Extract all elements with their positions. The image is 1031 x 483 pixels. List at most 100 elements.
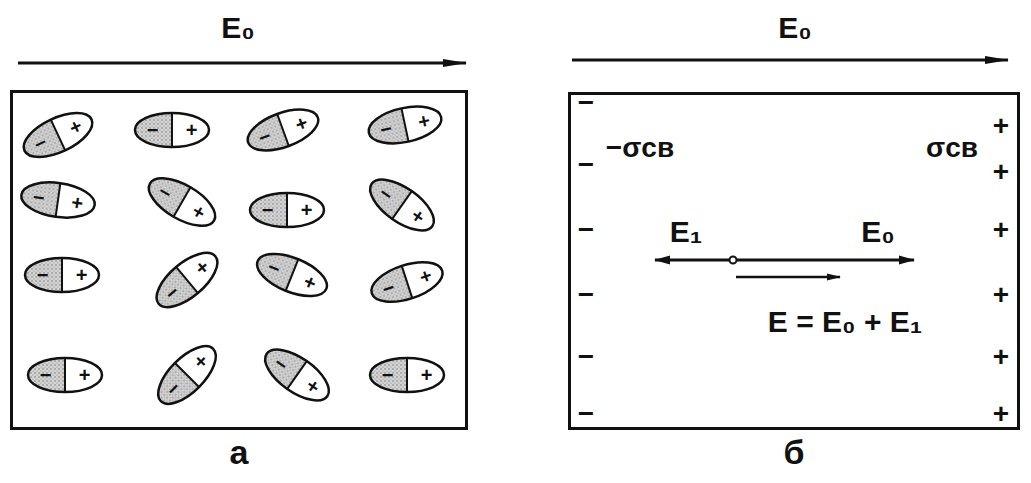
charge-sign: − — [17, 176, 61, 219]
dipole-body — [365, 101, 444, 150]
charge-sign: − — [248, 191, 287, 229]
dipole-border — [365, 101, 444, 150]
dipole-body — [19, 178, 97, 222]
field-label: E₁ — [670, 217, 702, 247]
bound-charge: − — [578, 281, 594, 309]
field-label: −σсв — [606, 134, 674, 162]
field-arrow — [733, 259, 914, 262]
dipole-body — [362, 170, 442, 240]
dipole-molecule: −+ — [26, 356, 104, 394]
dipole-molecule: −+ — [17, 176, 100, 224]
charge-sign: + — [55, 181, 99, 224]
dipole-border — [370, 358, 444, 392]
bound-charge: + — [993, 112, 1009, 140]
charge-sign: + — [287, 191, 326, 229]
dipole-molecule: −+ — [368, 356, 446, 394]
field-label: E₀ — [861, 217, 895, 247]
field-label: E = E₀ + E₁ — [768, 307, 922, 337]
dipole-molecule: −+ — [248, 191, 326, 229]
charge-sign: + — [401, 98, 447, 143]
panel-letter: б — [571, 435, 1017, 469]
field-label: E₀ — [778, 13, 812, 43]
dipole-outline — [363, 98, 447, 151]
dipole-divider — [406, 358, 408, 392]
dipole-outline — [145, 240, 229, 319]
charge-sign: − — [368, 356, 407, 394]
field-label: E₀ — [221, 13, 255, 43]
dipole-divider — [61, 258, 63, 292]
dipole-border — [251, 245, 332, 304]
dipole-molecule: −+ — [133, 111, 211, 149]
dipole-divider — [171, 113, 173, 147]
bound-charge: − — [578, 400, 594, 428]
bound-charge: + — [993, 216, 1009, 244]
dipole-border — [19, 178, 97, 222]
dipole-outline — [146, 334, 228, 416]
dipole-outline — [26, 356, 104, 394]
dipole-border — [141, 169, 222, 235]
dipole-outline — [248, 191, 326, 229]
bound-charge: − — [578, 216, 594, 244]
bound-charge: − — [578, 343, 594, 371]
dipole-border — [17, 104, 98, 166]
dipole-molecule: −+ — [240, 99, 326, 161]
dipole-body — [251, 245, 332, 304]
dipole-border — [148, 243, 227, 317]
dipole-outline — [133, 111, 211, 149]
bound-charge: + — [993, 281, 1009, 309]
bound-charge: − — [578, 89, 594, 117]
charge-sign: + — [407, 356, 446, 394]
dipole-molecule: −+ — [23, 256, 101, 294]
dipole-outline — [249, 243, 336, 307]
dipole-divider — [401, 108, 408, 141]
dipole-body — [367, 254, 448, 309]
dipole-molecule: −+ — [146, 334, 228, 416]
dipole-divider — [51, 120, 65, 151]
dipole-border — [28, 358, 102, 392]
dipole-divider — [402, 266, 413, 298]
charge-sign: − — [23, 256, 62, 294]
charge-sign: + — [62, 256, 101, 294]
dipole-molecule: −+ — [359, 167, 445, 243]
dipole-body — [17, 104, 98, 166]
charge-sign: − — [133, 111, 172, 149]
dipole-molecule: −+ — [364, 252, 450, 312]
dipole-outline — [139, 166, 226, 238]
dipole-border — [25, 258, 99, 292]
dipole-outline — [364, 252, 450, 312]
dipole-border — [257, 340, 337, 410]
dipole-molecule: −+ — [249, 243, 336, 307]
bound-charge: + — [993, 400, 1009, 428]
dipole-outline — [368, 356, 446, 394]
dipole-border — [250, 193, 324, 227]
dipole-outline — [15, 101, 102, 168]
dipole-body — [257, 340, 337, 410]
dipole-body — [250, 193, 324, 227]
dipole-border — [149, 337, 225, 413]
dipole-outline — [240, 99, 326, 161]
field-arrow — [18, 62, 466, 65]
charge-sign: − — [363, 106, 409, 151]
dipole-border — [362, 170, 442, 240]
dipole-divider — [56, 183, 61, 217]
dipole-body — [370, 358, 444, 392]
dipole-body — [242, 101, 323, 158]
dipole-body — [28, 358, 102, 392]
dipole-outline — [254, 337, 340, 413]
charge-sign: + — [65, 356, 104, 394]
dielectric-slab: а−+−+−+−+−+−+−+−+−+−+−+−+−+−+−+−+ — [10, 90, 468, 430]
dipole-molecule: −+ — [15, 101, 102, 168]
dipole-molecule: −+ — [254, 337, 340, 413]
dipole-molecule: −+ — [145, 240, 229, 319]
panel-letter: а — [13, 435, 465, 469]
dipole-outline — [17, 176, 100, 224]
dipole-border — [135, 113, 209, 147]
dipole-body — [141, 169, 222, 235]
dipole-divider — [286, 193, 288, 227]
field-arrow — [736, 276, 840, 279]
dipole-body — [25, 258, 99, 292]
bound-charge: + — [993, 158, 1009, 186]
dipole-border — [242, 101, 323, 158]
dipole-outline — [23, 256, 101, 294]
